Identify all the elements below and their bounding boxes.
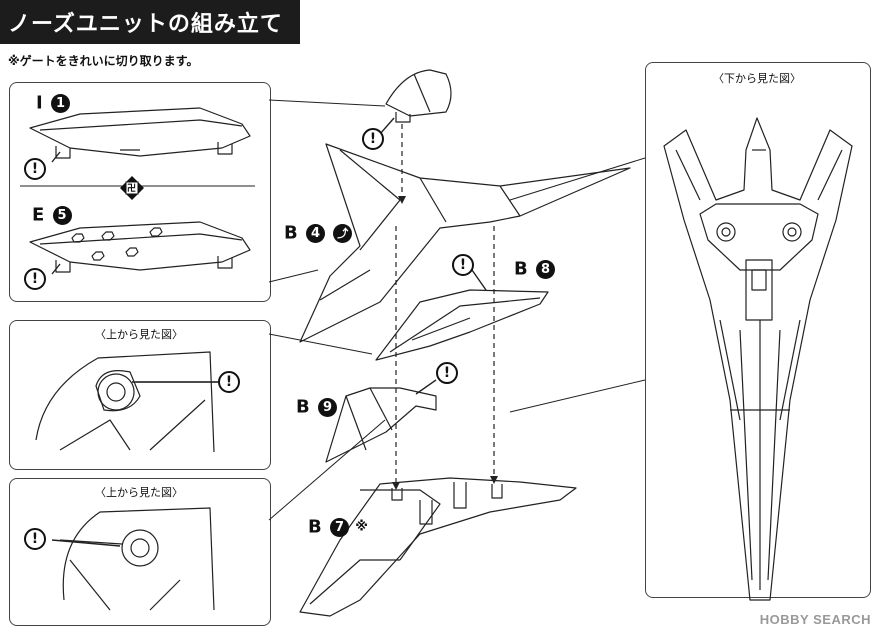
watermark: HOBBY SEARCH <box>759 612 871 627</box>
panel-top-view-2 <box>9 478 271 626</box>
caution-icon-b8: ! <box>452 254 474 276</box>
caution-icon-e5: ! <box>24 268 46 290</box>
b9-part-drawing <box>325 387 437 463</box>
part-letter-b4: B <box>284 222 298 244</box>
part-e5-drawing <box>29 221 251 273</box>
part-letter-b8: B <box>514 258 528 280</box>
top-view-1-drawing <box>35 351 218 453</box>
part-number-b4: 4 <box>306 223 326 243</box>
guide-arrowheads <box>392 196 498 490</box>
part-letter-b9: B <box>296 396 310 418</box>
gate-note: ※ゲートをきれいに切り取ります。 <box>8 54 199 68</box>
part-label-i1: I 1 <box>36 92 70 114</box>
caution-icon-b9: ! <box>436 362 458 384</box>
caution-icon-i1: ! <box>24 158 46 180</box>
part-letter-b7: B <box>308 516 322 538</box>
panel-bottom-view <box>645 62 871 598</box>
part-number-b7: 7 <box>330 517 350 537</box>
part-note-mark-b7: ※ <box>355 519 368 535</box>
page-title: ノーズユニットの組み立て <box>8 12 283 37</box>
part-label-b9: B 9 <box>296 396 338 418</box>
caution-icon-nose-cap: ! <box>362 128 384 150</box>
callout-lines <box>268 99 646 521</box>
part-number-e5: 5 <box>52 205 72 225</box>
assembly-guides <box>395 124 495 482</box>
part-number-b8: 8 <box>536 259 556 279</box>
part-number-i1: 1 <box>50 93 70 113</box>
bottom-view-aircraft-drawing <box>663 117 853 601</box>
top-view-caption-1: 〈上から見た図〉 <box>95 328 183 341</box>
b8-plate-drawing <box>375 289 549 361</box>
part-letter-e5: E <box>32 204 45 226</box>
part-label-b8: B 8 <box>514 258 556 280</box>
part-i1-drawing <box>29 107 251 159</box>
part-number-b9: 9 <box>318 397 338 417</box>
glue-mark-icon <box>120 176 144 200</box>
part-letter-i1: I <box>36 92 43 114</box>
top-view-2-drawing <box>59 507 215 611</box>
caution-leaders <box>51 117 487 547</box>
top-view-caption-2: 〈上から見た図〉 <box>95 486 183 499</box>
caution-icon-top-view-1: ! <box>218 371 240 393</box>
caution-icon-top-view-2: ! <box>24 528 46 550</box>
part-label-b7: B 7 ※ <box>308 516 368 538</box>
title-bar: ノーズユニットの組み立て <box>0 0 879 44</box>
part-label-b4: B 4 ⤴ <box>284 222 353 244</box>
b7-base-drawing <box>299 477 577 617</box>
b4-wing-drawing <box>299 143 631 343</box>
glue-mark-text: 卍 <box>127 184 137 194</box>
part-label-e5: E 5 <box>32 204 72 226</box>
accent-mark-icon: ⤴ <box>333 223 353 243</box>
nose-cap-drawing <box>385 69 452 123</box>
bottom-view-caption: 〈下から見た図〉 <box>713 72 801 85</box>
title-background <box>0 0 300 44</box>
